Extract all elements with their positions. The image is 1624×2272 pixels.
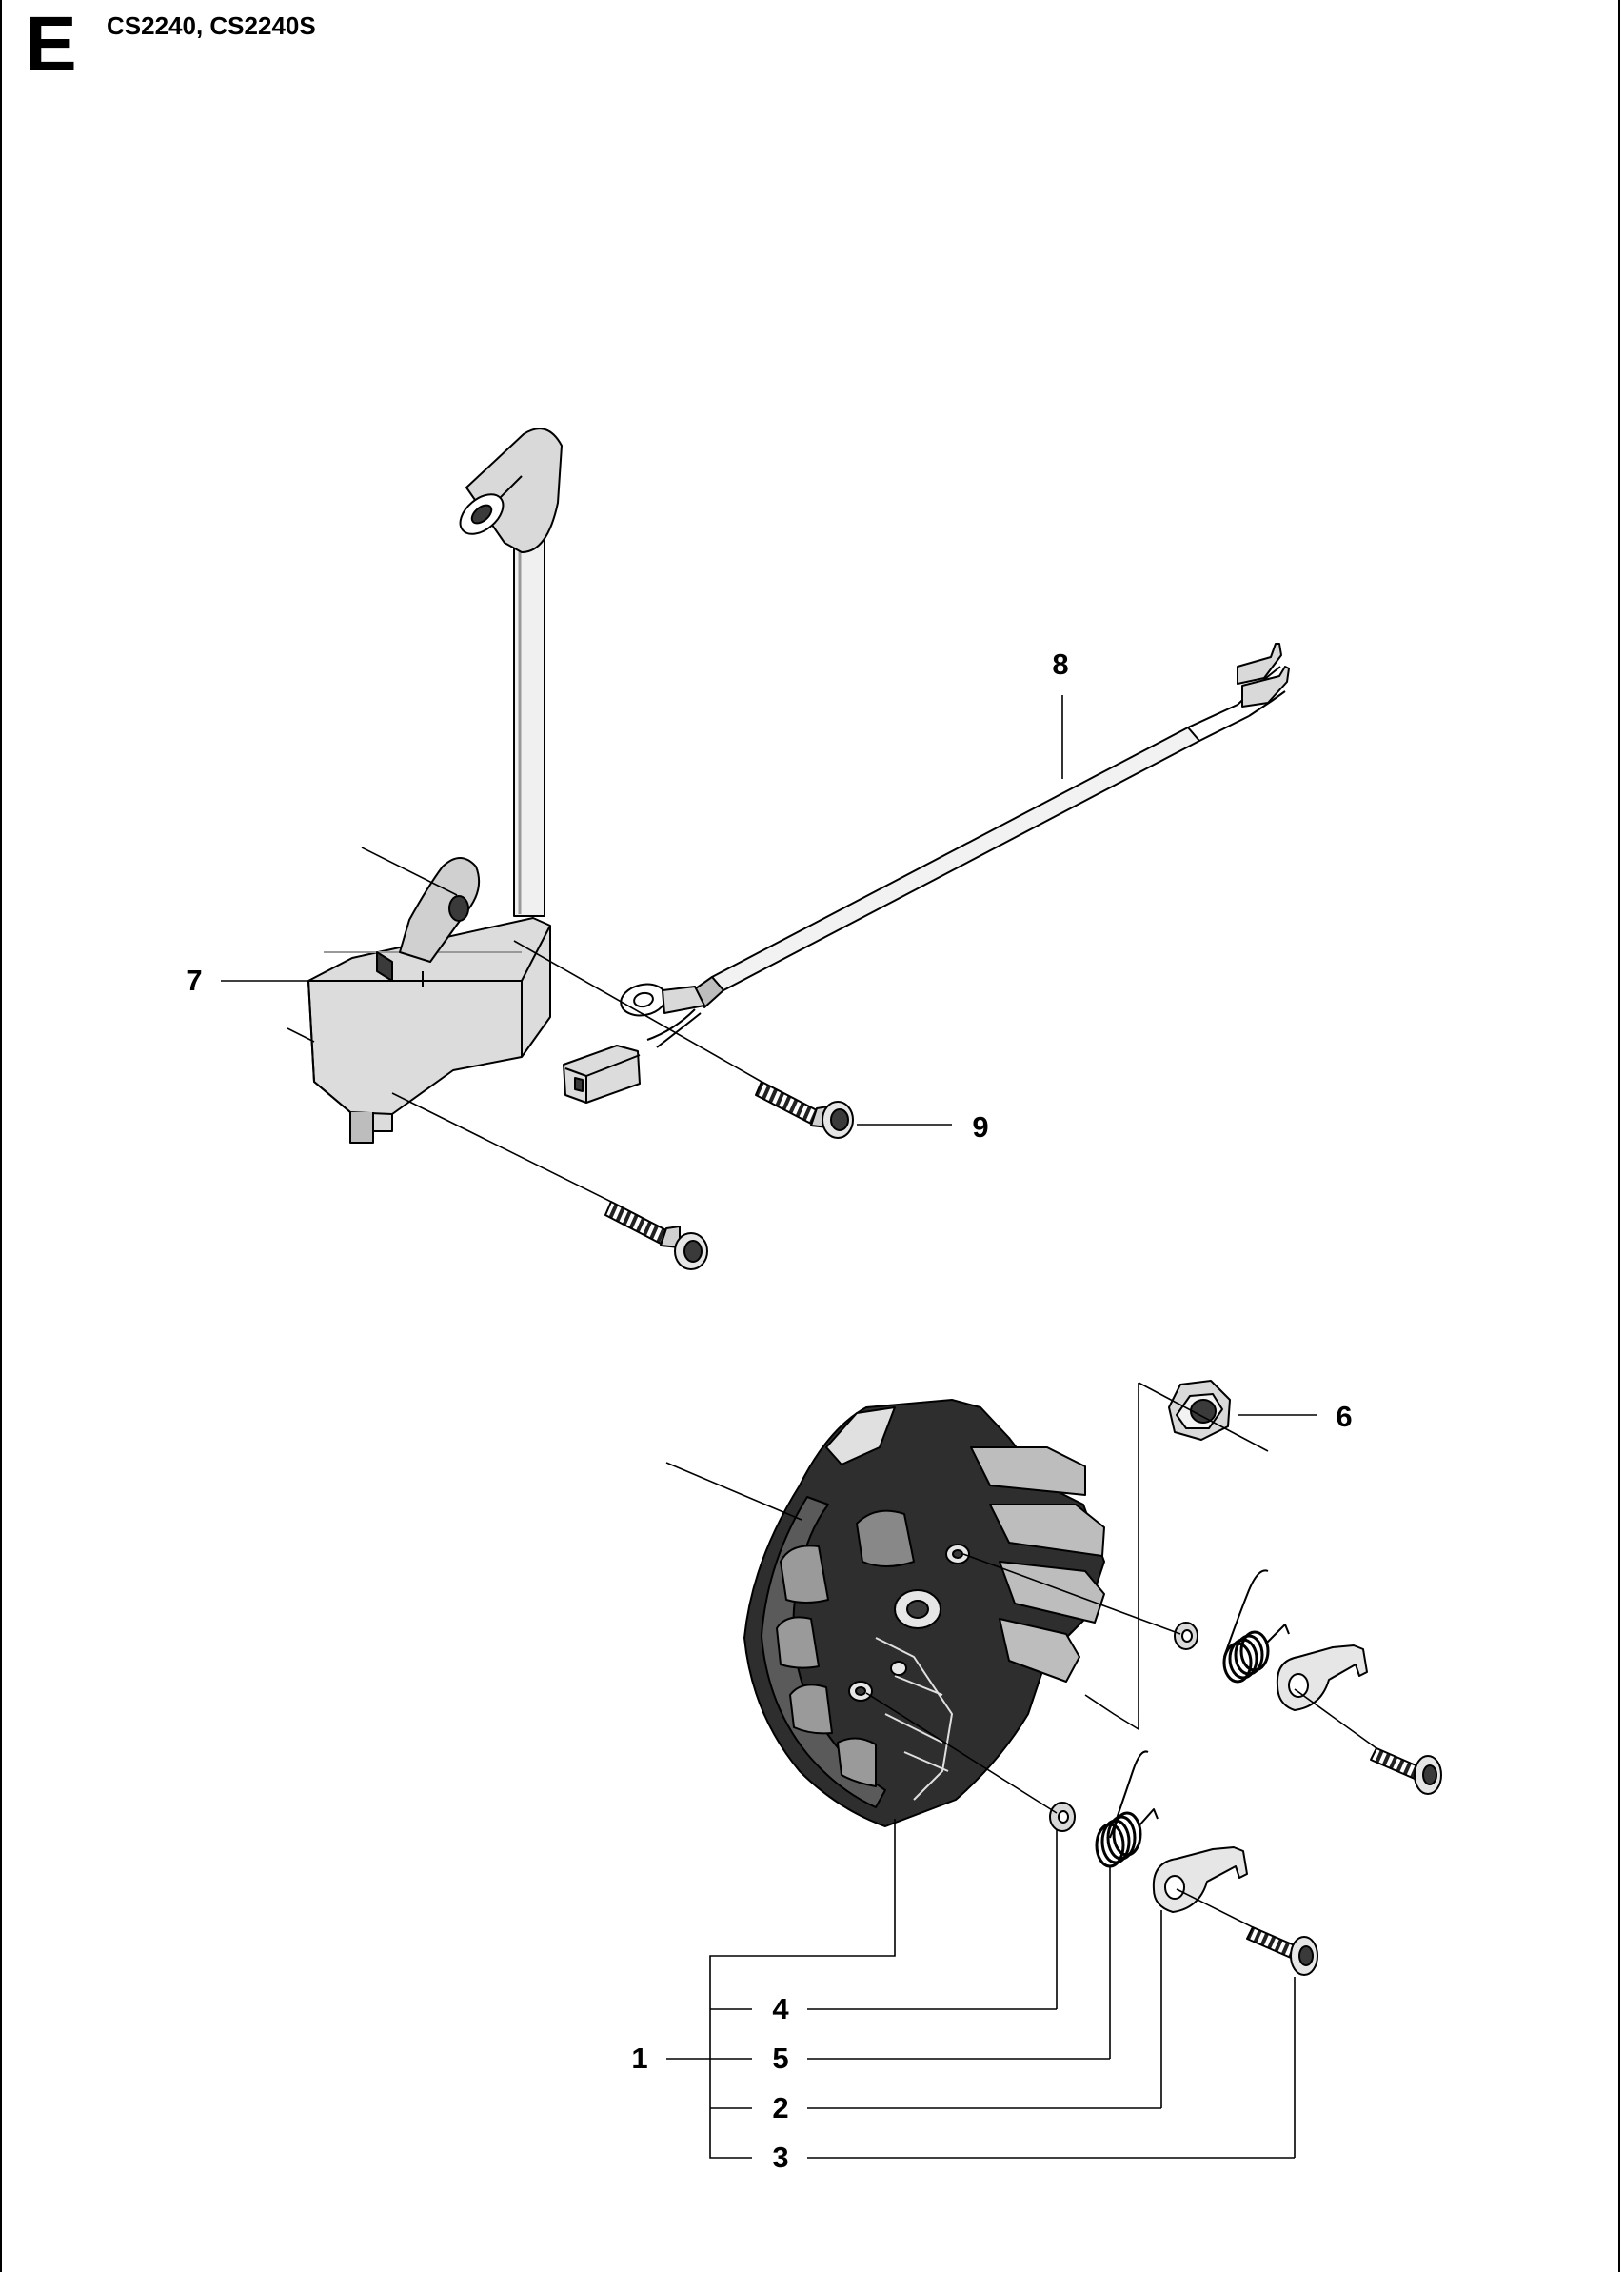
axis-lines-lower <box>665 1382 1377 2159</box>
nut-6 <box>1168 1380 1231 1441</box>
callout-7: 7 <box>186 964 202 997</box>
callout-1: 1 <box>631 2042 647 2075</box>
pawl-assembly-lower <box>1049 1750 1318 1976</box>
screw-9 <box>755 1081 854 1139</box>
callout-9: 9 <box>972 1110 988 1144</box>
model-title: CS2240, CS2240S <box>107 11 316 40</box>
screw-module <box>604 1201 708 1270</box>
callout-8: 8 <box>1052 648 1068 681</box>
callout-2: 2 <box>772 2091 788 2124</box>
callout-3: 3 <box>772 2141 788 2174</box>
flywheel <box>743 1399 1105 1827</box>
callout-4: 4 <box>772 1992 789 2025</box>
section-letter: E <box>25 1 77 88</box>
ignition-module <box>307 428 563 1144</box>
axis-lines-upper <box>221 695 1063 1203</box>
callout-5: 5 <box>772 2042 788 2075</box>
stop-wire <box>563 643 1290 1104</box>
pawl-assembly-upper <box>1174 1569 1442 1795</box>
callout-6: 6 <box>1336 1400 1352 1433</box>
